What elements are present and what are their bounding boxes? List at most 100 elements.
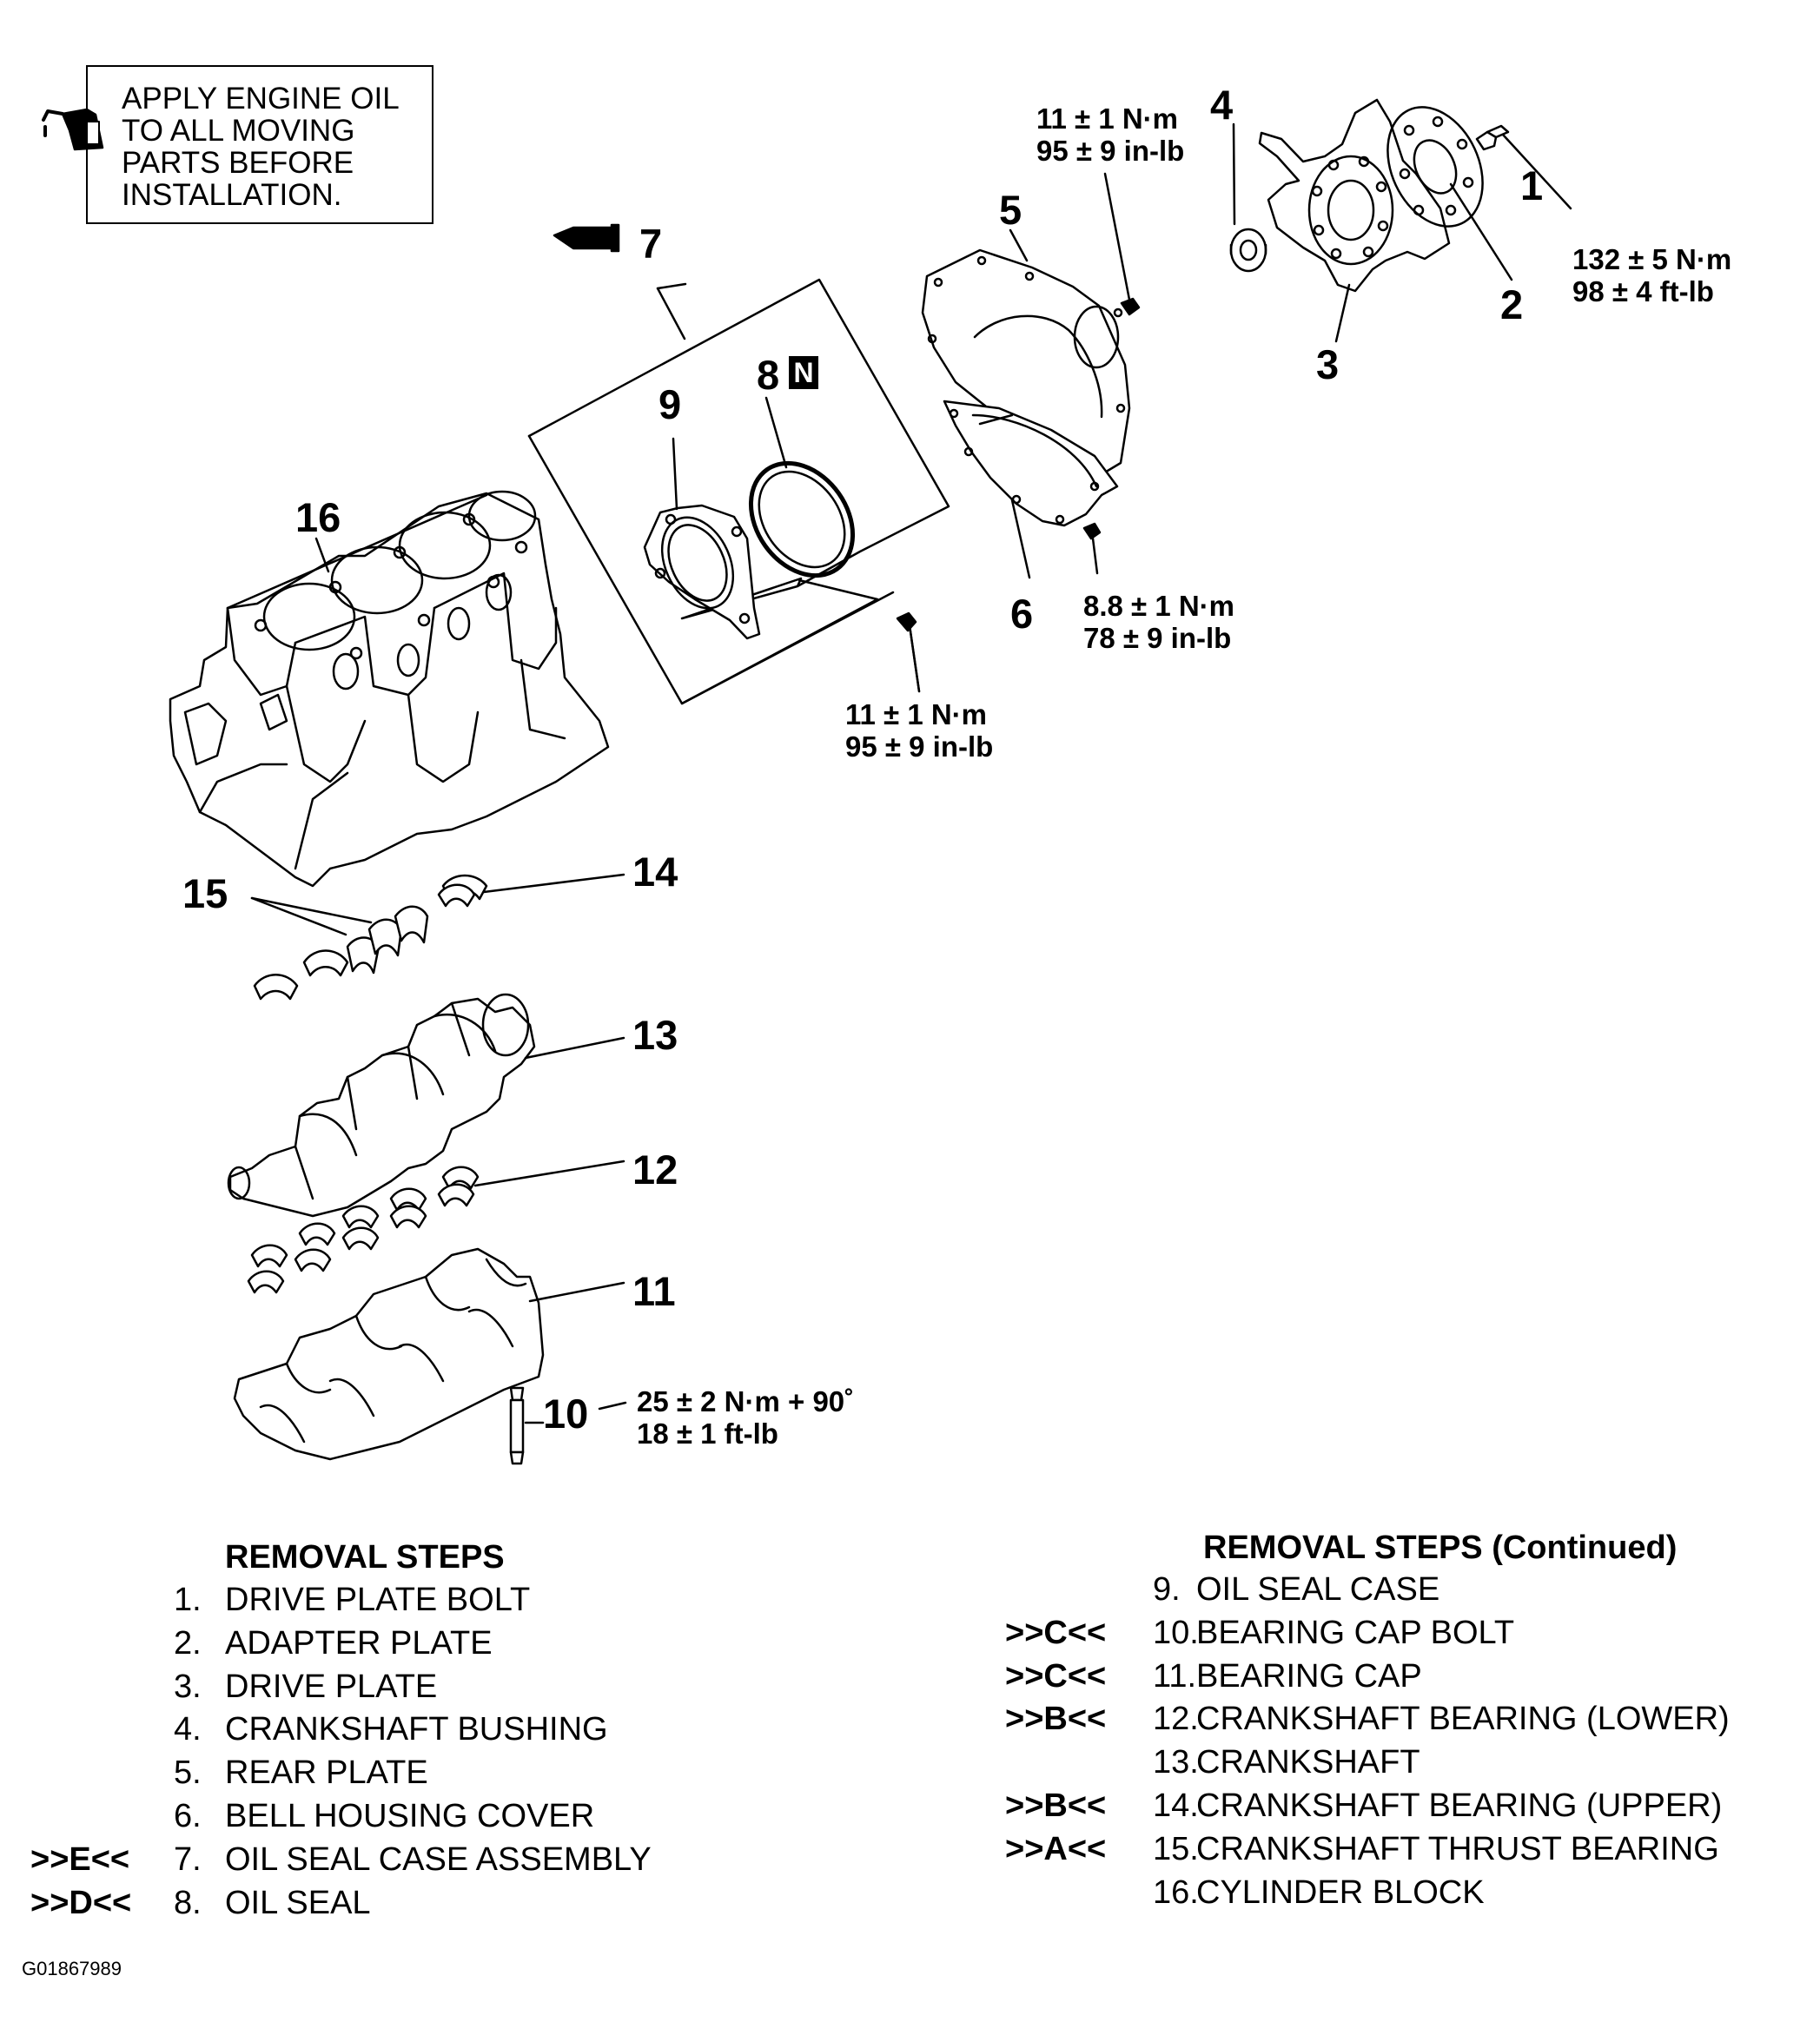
upper-bearings bbox=[250, 873, 625, 1001]
step-text: OIL SEAL bbox=[225, 1884, 371, 1921]
callout-11: 11 bbox=[632, 1268, 676, 1314]
callout-16: 16 bbox=[295, 494, 341, 540]
list-item: >>B<< 12.CRANKSHAFT BEARING (LOWER) bbox=[990, 1698, 1820, 1741]
step-number: 15. bbox=[1153, 1830, 1199, 1867]
removal-steps-continued-heading: REMOVAL STEPS (Continued) bbox=[1203, 1530, 1678, 1566]
step-number: 9. bbox=[1153, 1571, 1181, 1608]
cylinder-block-part bbox=[169, 490, 610, 888]
step-text: CRANKSHAFT THRUST BEARING bbox=[1196, 1830, 1719, 1867]
list-item: >>C<< 11.BEARING CAP bbox=[990, 1655, 1820, 1699]
step-text: BEARING CAP bbox=[1196, 1657, 1422, 1695]
bell-housing-bolt-part bbox=[1082, 522, 1102, 575]
bell-housing-cover-part bbox=[943, 400, 1119, 579]
torque-spec-bell-housing: 8.8 ± 1 N·m 78 ± 9 in-lb bbox=[1083, 590, 1235, 654]
list-item: >>B<< 14.CRANKSHAFT BEARING (UPPER) bbox=[990, 1785, 1820, 1828]
step-number: 14. bbox=[1153, 1787, 1199, 1824]
step-number: 10. bbox=[1153, 1614, 1199, 1651]
step-text: REAR PLATE bbox=[225, 1754, 428, 1792]
step-number: 8. bbox=[174, 1884, 202, 1921]
torque-spec-part1: 132 ± 5 N·m 98 ± 4 ft-lb bbox=[1572, 243, 1732, 307]
step-number: 5. bbox=[174, 1754, 202, 1792]
step-number: 6. bbox=[174, 1797, 202, 1834]
list-item: 13.CRANKSHAFT bbox=[990, 1741, 1820, 1785]
adapter-plate-part bbox=[1387, 106, 1513, 281]
list-item: >>C<< 10.BEARING CAP BOLT bbox=[990, 1612, 1820, 1655]
list-item: 2.ADAPTER PLATE bbox=[0, 1622, 782, 1666]
torque-spec-case-bolt: 11 ± 1 N·m 95 ± 9 in-lb bbox=[845, 698, 994, 763]
callout-13: 13 bbox=[632, 1012, 678, 1058]
figure-code: G01867989 bbox=[22, 1958, 122, 1979]
torque-spec-part10-line2: 18 ± 1 ft-lb bbox=[637, 1417, 778, 1450]
crankshaft-part bbox=[227, 993, 625, 1218]
step-number: 4. bbox=[174, 1711, 202, 1748]
callout-6: 6 bbox=[1010, 591, 1034, 637]
list-item: >>A<< 15.CRANKSHAFT THRUST BEARING bbox=[990, 1828, 1820, 1872]
removal-steps-continued-list: 9.OIL SEAL CASE>>C<<10.BEARING CAP BOLT>… bbox=[990, 1569, 1820, 1914]
oil-note-box bbox=[86, 65, 433, 224]
step-text: ADAPTER PLATE bbox=[225, 1624, 493, 1662]
rear-plate-bolt-part bbox=[1103, 172, 1141, 316]
step-mark: >>E<< bbox=[30, 1840, 130, 1878]
step-text: BEARING CAP BOLT bbox=[1196, 1614, 1515, 1651]
step-number: 13. bbox=[1153, 1744, 1199, 1781]
step-text: CRANKSHAFT BEARING (LOWER) bbox=[1196, 1701, 1730, 1738]
step-mark: >>B<< bbox=[1005, 1701, 1107, 1738]
list-item: 1. DRIVE PLATE BOLT bbox=[0, 1579, 782, 1622]
step-text: OIL SEAL CASE bbox=[1196, 1571, 1440, 1608]
cap-bearings bbox=[247, 1183, 475, 1294]
step-mark: >>A<< bbox=[1005, 1830, 1107, 1867]
step-text: CRANKSHAFT BEARING (UPPER) bbox=[1196, 1787, 1723, 1824]
list-item: 6.BELL HOUSING COVER bbox=[0, 1795, 782, 1839]
callout-14: 14 bbox=[632, 849, 678, 895]
list-item: 9. OIL SEAL CASE bbox=[990, 1569, 1820, 1612]
rear-plate-part bbox=[921, 228, 1131, 475]
step-text: CRANKSHAFT BUSHING bbox=[225, 1711, 608, 1748]
step-number: 12. bbox=[1153, 1701, 1199, 1738]
oil-seal-case-part bbox=[643, 437, 761, 640]
torque-spec-rear-plate-bolt: 11 ± 1 N·m 95 ± 9 in-lb bbox=[1036, 102, 1185, 167]
crankshaft-bushing-part bbox=[1229, 122, 1267, 273]
callout-9: 9 bbox=[659, 381, 682, 427]
step-text: DRIVE PLATE BOLT bbox=[225, 1582, 531, 1618]
torque-spec-part10-line1: 25 ± 2 N·m + 90˚ bbox=[637, 1385, 855, 1417]
step-number: 7. bbox=[174, 1840, 202, 1878]
callout-3: 3 bbox=[1316, 341, 1340, 387]
oil-note-text: APPLY ENGINE OIL TO ALL MOVING PARTS BEF… bbox=[122, 82, 400, 212]
callout-2: 2 bbox=[1500, 281, 1524, 327]
drive-plate-bolt-part bbox=[1475, 124, 1572, 210]
list-item: >>E<< 7. OIL SEAL CASE ASSEMBLY bbox=[0, 1839, 782, 1882]
thrust-bearing-upper bbox=[437, 883, 476, 908]
oil-seal-case-assembly-frame bbox=[527, 278, 950, 705]
callout-8: 8 bbox=[757, 352, 780, 398]
step-number: 16. bbox=[1153, 1873, 1199, 1911]
step-mark: >>C<< bbox=[1005, 1614, 1107, 1651]
callout-12: 12 bbox=[632, 1146, 678, 1193]
step-number: 1. bbox=[174, 1582, 202, 1618]
drive-plate-part bbox=[1258, 98, 1451, 343]
callout-5: 5 bbox=[999, 187, 1023, 233]
list-item: 16.CYLINDER BLOCK bbox=[990, 1872, 1820, 1915]
step-mark: >>D<< bbox=[30, 1884, 132, 1921]
callout-1: 1 bbox=[1520, 162, 1544, 208]
list-item: 3.DRIVE PLATE bbox=[0, 1666, 782, 1709]
removal-steps-heading: REMOVAL STEPS bbox=[225, 1539, 505, 1576]
callout-15: 15 bbox=[182, 870, 228, 916]
step-mark: >>C<< bbox=[1005, 1657, 1107, 1695]
sealant-tube-icon bbox=[553, 223, 620, 253]
case-bolt-part bbox=[896, 611, 921, 693]
step-text: CRANKSHAFT bbox=[1196, 1744, 1420, 1781]
step-mark: >>B<< bbox=[1005, 1787, 1107, 1824]
step-text: CYLINDER BLOCK bbox=[1196, 1873, 1485, 1911]
callout-4: 4 bbox=[1210, 82, 1234, 128]
oil-can-icon bbox=[42, 108, 104, 151]
list-item: 5. REAR PLATE bbox=[0, 1752, 782, 1795]
step-text: OIL SEAL CASE ASSEMBLY bbox=[225, 1840, 652, 1878]
list-item: 4. CRANKSHAFT BUSHING bbox=[0, 1708, 782, 1752]
callout-8-n-badge: N bbox=[789, 356, 818, 389]
step-number: 11. bbox=[1153, 1657, 1197, 1695]
callout-7: 7 bbox=[639, 221, 663, 267]
step-text: DRIVE PLATE bbox=[225, 1668, 438, 1705]
bearing-cap-bolt-part bbox=[509, 1386, 627, 1465]
